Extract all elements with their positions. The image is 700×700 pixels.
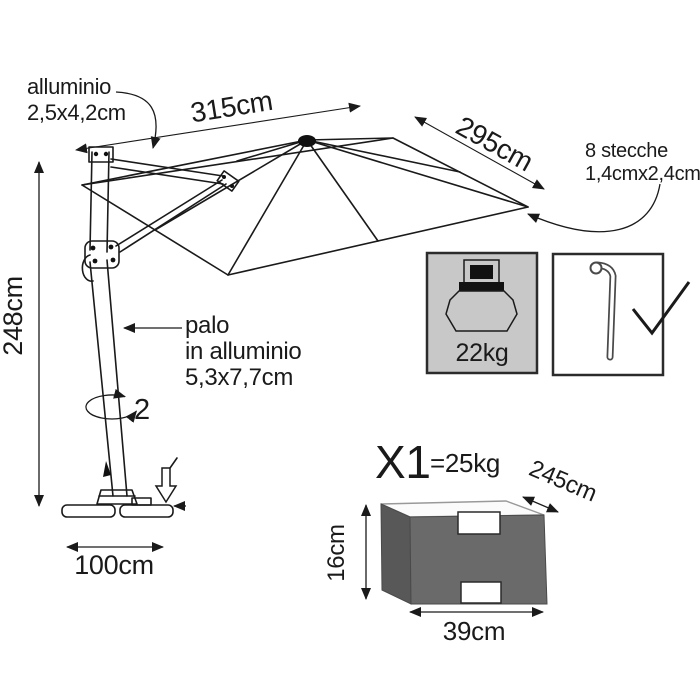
depth-dimension-line [414,116,545,190]
base-plate-right [119,504,174,518]
package-width-label: 39cm [443,616,505,646]
weight-kit-box: 22kg [425,251,539,375]
leader-arrows [115,91,661,333]
package-count-label: X1 [375,436,431,488]
width-dimension-line [75,102,361,154]
ribs-leader-arrow [527,183,661,233]
arm-end-bracket [216,170,240,192]
package-label-top [457,511,501,535]
dimension-lines [34,102,545,552]
canopy-depth-label: 295cm [451,110,538,177]
pole-label-line1: palo [185,312,229,339]
height-label: 248cm [0,276,28,356]
package-label-bottom [460,581,502,604]
package-length-dimension-line [522,496,559,513]
canopy-width-label: 315cm [188,85,274,129]
pole-assembly [81,146,240,497]
pole-joint [81,240,120,282]
package-height-label: 16cm [323,524,350,582]
checkmark-icon [631,281,691,336]
base-pedestal [96,489,138,505]
arm-material-label-line2: 2,5x4,2cm [27,100,126,125]
rotation-label: 2 [134,394,150,426]
pole-label-line2: in alluminio [185,338,301,365]
package-drawing: X1 =25kg 16cm 39cm 245cm [323,436,601,646]
weight-label: 22kg [455,339,508,367]
ribs-label-line2: 1,4cmx2,4cm [585,163,700,185]
arm-leader-arrow [115,91,161,149]
ribs-label-line1: 8 stecche [585,140,668,162]
cantilever-arm [110,158,240,192]
pole-label-line3: 5,3x7,7cm [185,364,293,391]
weight-icon [445,259,518,332]
package-side-face [380,503,412,605]
allen-key-icon [589,261,617,361]
arm-material-label-line1: alluminio [27,74,111,99]
rotation-arrows-icon [85,388,138,423]
package-weight-label: =25kg [430,448,500,478]
tool-kit-box [551,252,691,377]
pedal-arrow-icon [154,457,186,511]
base-plate-left [61,504,116,518]
base-drawing [61,388,186,518]
crank-handle [81,254,94,282]
pole-arrow-marker [103,461,111,477]
canopy-hub-cap [298,135,316,147]
base-width-label: 100cm [74,550,154,580]
package-length-label: 245cm [525,455,600,507]
